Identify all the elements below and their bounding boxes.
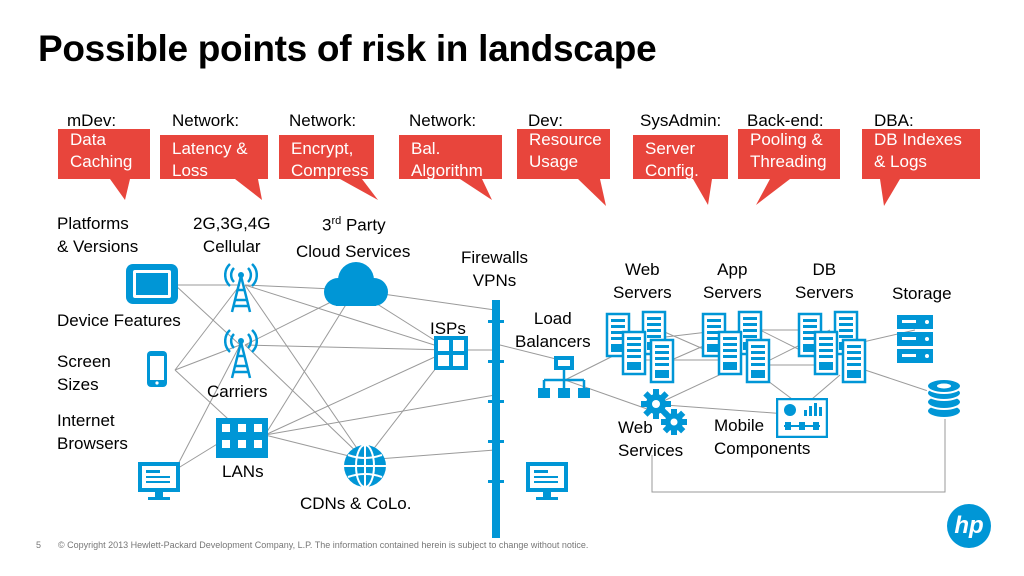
db-servers-label: DB Servers	[795, 260, 854, 302]
risk-bubble: DB Indexes & Logs	[862, 129, 980, 179]
category-label: Network:	[172, 111, 240, 130]
isps-label: ISPs	[430, 319, 466, 338]
risk-text: Encrypt, Compress	[291, 139, 369, 179]
app-servers-label: App Servers	[703, 260, 762, 302]
storage-label: Storage	[892, 284, 952, 303]
cloud-icon	[324, 262, 388, 306]
cdns-label: CDNs & CoLo.	[300, 494, 412, 513]
category-label: Network:	[289, 111, 357, 130]
gears-icon	[641, 389, 687, 435]
internet-browsers-label: Internet Browsers	[57, 411, 128, 453]
web-services-label: Web Services	[618, 418, 684, 460]
screen-sizes-label: Screen Sizes	[57, 352, 111, 394]
risk-text: Latency & Loss	[172, 139, 248, 179]
category-label: mDev:	[67, 111, 117, 130]
risk-text: Resource Usage	[529, 130, 602, 171]
cell-tower-icon	[224, 263, 258, 313]
bubble-tails	[110, 179, 900, 206]
dashboard-icon	[776, 398, 828, 438]
page-title: Possible points of risk in landscape	[38, 28, 657, 69]
risk-text: DB Indexes & Logs	[874, 130, 962, 171]
firewall-bar	[492, 300, 500, 538]
isp-grid-icon	[434, 336, 468, 370]
risk-bubble: Resource Usage	[517, 129, 610, 179]
risk-text: Bal. Algorithm	[411, 139, 483, 179]
lans-label: LANs	[222, 462, 264, 481]
copyright-notice: © Copyright 2013 Hewlett-Packard Develop…	[58, 540, 589, 550]
page-number: 5	[36, 540, 42, 550]
server-racks	[605, 310, 867, 384]
third-party-label: 3rd Party	[322, 215, 386, 235]
database-icon	[926, 378, 962, 419]
storage-rack-icon	[897, 315, 933, 363]
risk-bubble: Data Caching	[58, 129, 150, 179]
risk-text: Server Config.	[645, 139, 699, 179]
risk-bubble: Bal. Algorithm	[399, 135, 502, 179]
carriers-label: Carriers	[207, 382, 268, 401]
lan-building-icon	[216, 418, 268, 458]
category-label: Network:	[409, 111, 477, 130]
risk-bubble: Latency & Loss	[160, 135, 268, 179]
web-servers-label: Web Servers	[613, 260, 672, 302]
category-label: DBA:	[874, 111, 914, 130]
risk-bubble: Encrypt, Compress	[279, 135, 374, 179]
risk-text: Data Caching	[70, 130, 133, 171]
risk-bubble: Server Config.	[633, 135, 728, 179]
category-label: Back-end:	[747, 111, 824, 130]
risk-bubble: Pooling & Threading	[738, 129, 840, 179]
cell-tower-icon	[224, 329, 258, 379]
desktop-icon	[138, 462, 180, 500]
category-label: SysAdmin:	[640, 111, 722, 130]
phone-icon	[147, 351, 167, 387]
risk-text: Pooling & Threading	[750, 130, 827, 171]
platforms-label: Platforms & Versions	[57, 214, 139, 256]
tablet-icon	[126, 264, 178, 304]
mobile-components-label: Mobile Components	[714, 416, 811, 458]
category-label: Dev:	[528, 111, 563, 130]
load-balancers-label: Load Balancers	[515, 309, 591, 351]
globe-icon	[344, 444, 386, 488]
hp-logo: hp	[947, 504, 991, 548]
desktop-icon	[526, 462, 568, 500]
firewalls-label: Firewalls VPNs	[461, 248, 529, 290]
load-balancer-icon	[538, 356, 590, 398]
cellular-label: 2G,3G,4G Cellular	[193, 214, 271, 256]
cloud-services-label: Cloud Services	[296, 242, 411, 261]
device-features-label: Device Features	[57, 311, 181, 330]
